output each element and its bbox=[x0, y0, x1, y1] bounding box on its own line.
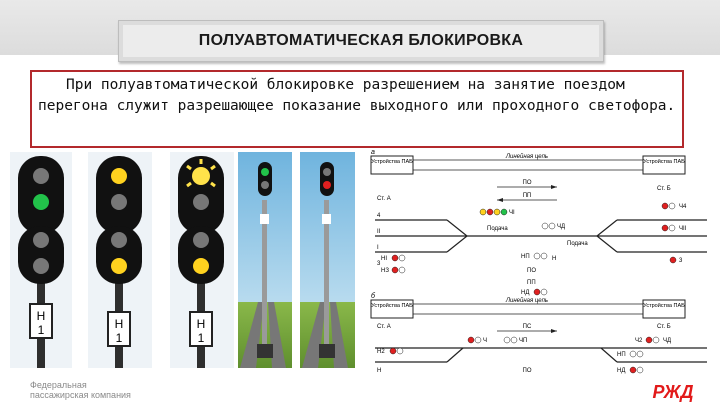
po-label-b: ПО bbox=[523, 368, 532, 374]
title-box: ПОЛУАВТОМАТИЧЕСКАЯ БЛОКИРОВКА bbox=[118, 20, 604, 62]
signal-np-b: НП bbox=[617, 352, 626, 358]
lamp bbox=[261, 181, 269, 189]
lamp-yellow bbox=[193, 258, 209, 274]
signal-chd-b: ЧД bbox=[663, 338, 671, 344]
signal-photo-4 bbox=[238, 152, 292, 368]
diagram-a-letter: а bbox=[371, 149, 375, 156]
plate-letter: Н bbox=[37, 309, 46, 323]
lamp-yellow-flashing bbox=[192, 167, 210, 185]
st-a-label: Ст. А bbox=[377, 196, 391, 202]
line-label-a: Линейная цепь bbox=[505, 153, 548, 160]
signal-c3: 3 bbox=[679, 258, 683, 264]
signal-photo-1: Н 1 bbox=[10, 152, 72, 368]
lamp bbox=[33, 232, 49, 248]
signal-ch: ЧI bbox=[509, 210, 515, 216]
signal-photo-3: Н 1 bbox=[170, 152, 234, 368]
signal-photos: Н 1 Н 1 Н 1 bbox=[10, 152, 355, 368]
plate-letter: Н bbox=[115, 317, 124, 331]
signal-n3: НЗ bbox=[381, 268, 389, 274]
plate-number: 1 bbox=[198, 331, 205, 345]
signal-ch2-b: Ч2 bbox=[635, 338, 643, 344]
st-b-label-b: Ст. Б bbox=[657, 324, 671, 330]
lamp-red bbox=[323, 181, 331, 189]
device-right-label: Устройства ПАБ bbox=[643, 158, 685, 165]
signal-n2: Н2 bbox=[377, 349, 385, 355]
signal-chp: ЧП bbox=[519, 338, 527, 344]
signal-ch4: Ч4 bbox=[679, 204, 687, 210]
signal-np: НП bbox=[521, 254, 530, 260]
lamp bbox=[33, 258, 49, 274]
lamp bbox=[323, 168, 331, 176]
company-line-2: пассажирская компания bbox=[30, 390, 131, 400]
pp2-label: ПП bbox=[527, 280, 536, 286]
podach-label: Подача bbox=[567, 241, 588, 247]
definition-box: При полуавтоматической блокировке разреш… bbox=[30, 70, 684, 148]
signal-photo-5 bbox=[300, 152, 355, 368]
footer bbox=[0, 378, 720, 405]
signal-ch-b: Ч bbox=[483, 338, 487, 344]
signal-chd: ЧД bbox=[557, 224, 565, 230]
plate-number: 1 bbox=[116, 331, 123, 345]
signal-nd: НД bbox=[521, 290, 529, 296]
lamp-green bbox=[261, 168, 269, 176]
device-left-label: Устройства ПАБ bbox=[371, 158, 413, 165]
definition-text: При полуавтоматической блокировке разреш… bbox=[38, 77, 676, 114]
rzd-logo-text: РЖД bbox=[652, 382, 693, 402]
page-title: ПОЛУАВТОМАТИЧЕСКАЯ БЛОКИРОВКА bbox=[198, 32, 524, 49]
lamp bbox=[111, 194, 127, 210]
lamp-yellow bbox=[111, 258, 127, 274]
lamp bbox=[111, 232, 127, 248]
signal-n-b: Н bbox=[377, 368, 381, 374]
st-a-label-b: Ст. А bbox=[377, 324, 391, 330]
track-4: 4 bbox=[377, 213, 381, 219]
lamp bbox=[193, 232, 209, 248]
diagram-b-letter: б bbox=[371, 292, 376, 300]
povod-label: Подача bbox=[487, 226, 508, 232]
po-label: ПО bbox=[523, 180, 532, 186]
rzd-logo: РЖД bbox=[652, 382, 693, 402]
lamp-green bbox=[33, 194, 49, 210]
signal-photo-2: Н 1 bbox=[88, 152, 152, 368]
plate-letter: Н bbox=[197, 317, 206, 331]
company-name: Федеральная пассажирская компания bbox=[30, 380, 131, 400]
pab-schematic: а Устройства ПАБ Устройства ПАБ Линейная… bbox=[370, 149, 707, 374]
st-b-label: Ст. Б bbox=[657, 186, 671, 192]
pp-label: ПП bbox=[523, 193, 532, 199]
device-box-right bbox=[642, 155, 686, 175]
track-3: 3 bbox=[377, 261, 381, 267]
lamp-yellow bbox=[111, 168, 127, 184]
signal-nch: Н bbox=[552, 256, 556, 262]
device-right-label-b: Устройства ПАБ bbox=[643, 302, 685, 309]
plate-number: 1 bbox=[38, 323, 45, 337]
signal-ch2: ЧII bbox=[679, 226, 687, 232]
company-line-1: Федеральная bbox=[30, 380, 87, 390]
signal-nd-b: НД bbox=[617, 368, 625, 374]
ps-label: ПС bbox=[523, 324, 532, 330]
device-box-left bbox=[370, 155, 414, 175]
line-label-b: Линейная цепь bbox=[505, 297, 548, 304]
po2-label: ПО bbox=[527, 268, 536, 274]
device-left-label-b: Устройства ПАБ bbox=[371, 302, 413, 309]
lamp bbox=[33, 168, 49, 184]
track-1: I bbox=[377, 245, 379, 251]
lamp bbox=[193, 194, 209, 210]
track-2: II bbox=[377, 229, 381, 235]
signal-n1: НI bbox=[381, 256, 387, 262]
